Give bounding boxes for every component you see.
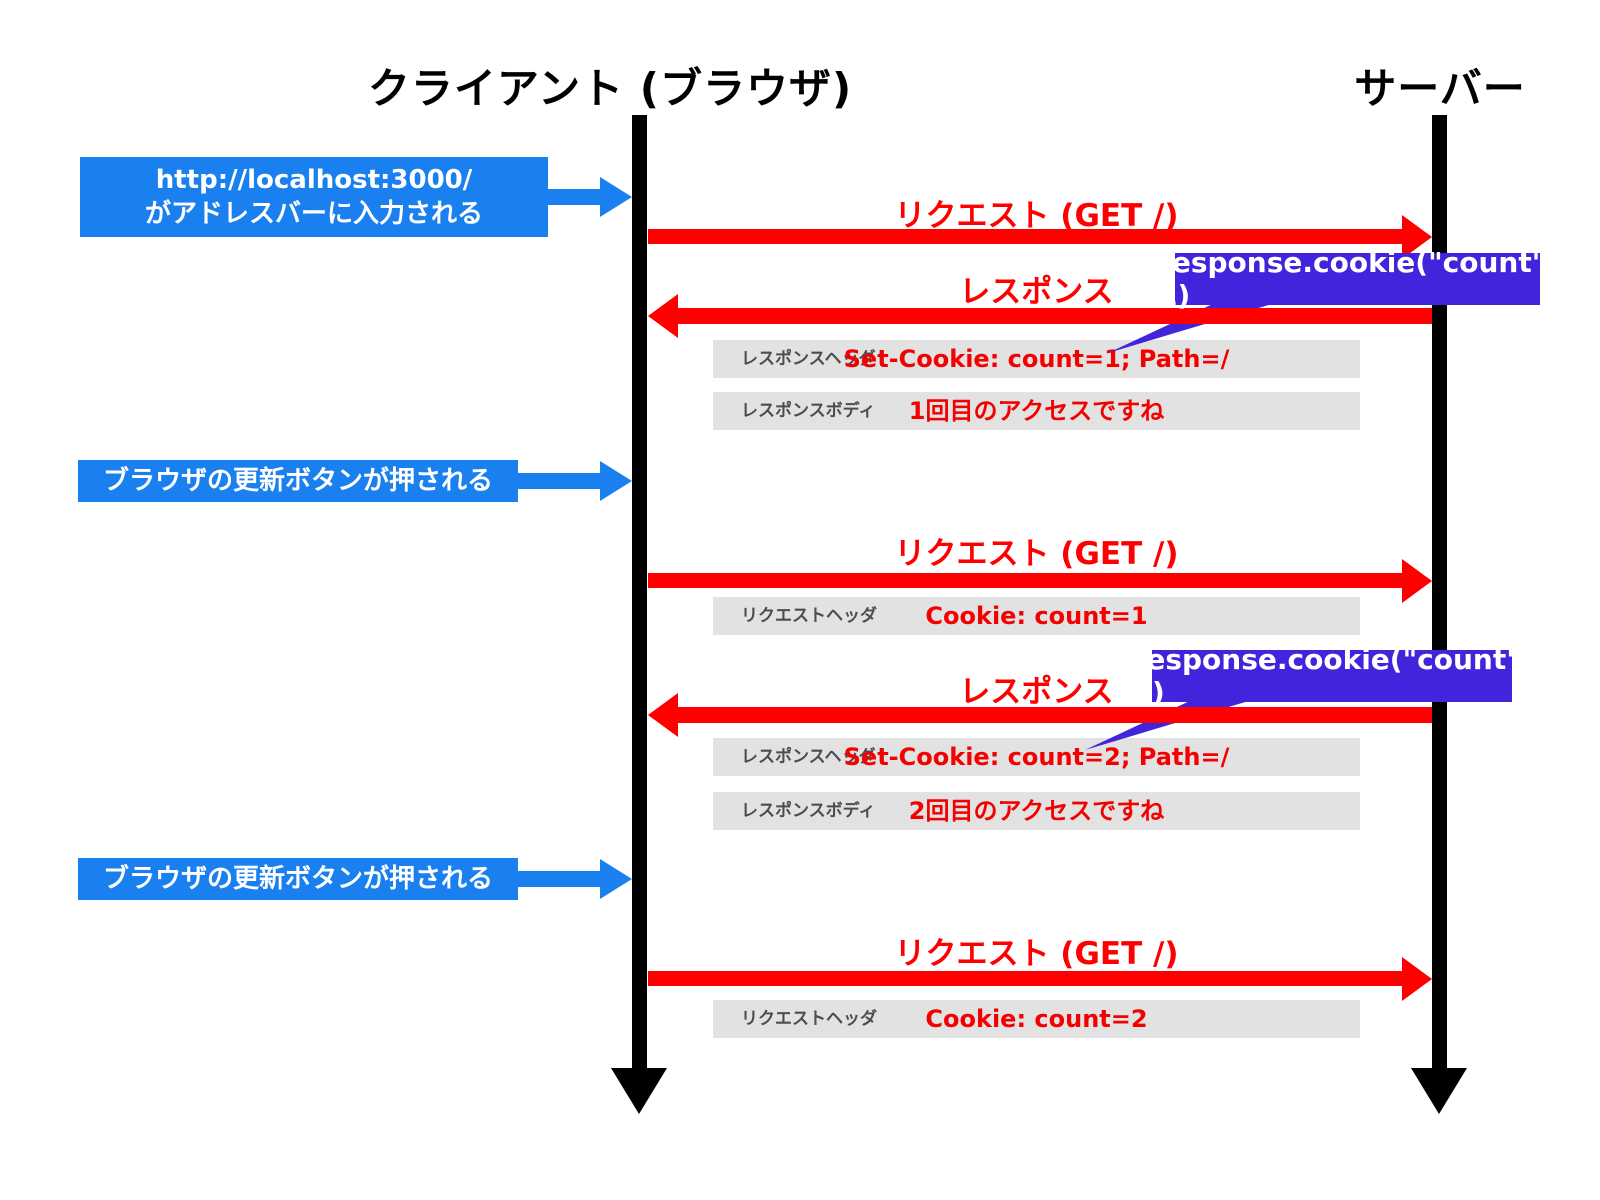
event1-arrow-icon [600, 177, 632, 217]
request2-header-label: リクエストヘッダ [741, 606, 877, 626]
response1-body-value: 1回目のアクセスですね [908, 397, 1165, 425]
response2-body-value: 2回目のアクセスですね [908, 797, 1165, 825]
annotation-cookie1: response.cookie("count", 1) [1158, 246, 1557, 312]
event3-arrow-icon [600, 859, 632, 899]
response2-body-row: レスポンスボディ 2回目のアクセスですね [713, 792, 1360, 830]
response1-label: レスポンス [959, 274, 1114, 310]
response1-header-label: レスポンスヘッダ [741, 349, 876, 369]
client-lifeline [632, 115, 647, 1068]
event-refresh2-label: ブラウザの更新ボタンが押される [102, 864, 493, 894]
request2-arrowhead-icon [1402, 559, 1432, 603]
event2-arrow-shaft [518, 473, 602, 489]
request1-arrowhead-icon [1402, 215, 1432, 259]
request2-header-value: Cookie: count=1 [925, 602, 1148, 630]
event-url-entered: http://localhost:3000/ がアドレスバーに入力される [80, 157, 548, 237]
request3-arrow [648, 971, 1404, 986]
event-refresh1-label: ブラウザの更新ボタンが押される [102, 466, 493, 496]
event-refresh1: ブラウザの更新ボタンが押される [78, 460, 518, 502]
event2-arrow-icon [600, 461, 632, 501]
request1-arrow [648, 229, 1404, 244]
response2-header-value: Set-Cookie: count=2; Path=/ [843, 743, 1230, 771]
request2-arrow [648, 573, 1404, 588]
annotation-cookie2: response.cookie("count", 2) [1132, 643, 1532, 709]
event-refresh2: ブラウザの更新ボタンが押される [78, 858, 518, 900]
response1-arrowhead-icon [648, 294, 678, 338]
response2-label: レスポンス [959, 674, 1114, 710]
request3-header-value: Cookie: count=2 [925, 1005, 1148, 1033]
event1-arrow-shaft [548, 189, 602, 205]
request3-label: リクエスト (GET /) [894, 936, 1179, 972]
response2-header-row: レスポンスヘッダ Set-Cookie: count=2; Path=/ [713, 738, 1360, 776]
request3-arrowhead-icon [1402, 957, 1432, 1001]
event-url-line2: がアドレスバーに入力される [144, 199, 483, 229]
server-lifeline-arrowhead-icon [1411, 1068, 1467, 1114]
response1-header-value: Set-Cookie: count=1; Path=/ [843, 345, 1230, 373]
client-lifeline-arrowhead-icon [611, 1068, 667, 1114]
response2-header-label: レスポンスヘッダ [741, 747, 876, 767]
response2-arrow [678, 707, 1432, 723]
server-actor-title: サーバー [1354, 64, 1526, 113]
response2-arrowhead-icon [648, 693, 678, 737]
event-url-line1: http://localhost:3000/ [155, 165, 473, 195]
server-lifeline [1432, 115, 1447, 1068]
request2-header-row: リクエストヘッダ Cookie: count=1 [713, 597, 1360, 635]
response1-header-row: レスポンスヘッダ Set-Cookie: count=1; Path=/ [713, 340, 1360, 378]
response1-arrow [678, 308, 1432, 324]
request3-header-row: リクエストヘッダ Cookie: count=2 [713, 1000, 1360, 1038]
request1-label: リクエスト (GET /) [894, 198, 1179, 234]
request3-header-label: リクエストヘッダ [741, 1009, 877, 1029]
request2-label: リクエスト (GET /) [894, 536, 1179, 572]
response2-body-label: レスポンスボディ [741, 801, 876, 821]
event3-arrow-shaft [518, 871, 602, 887]
client-actor-title: クライアント (ブラウザ) [367, 64, 853, 113]
response1-body-label: レスポンスボディ [741, 401, 876, 421]
response1-body-row: レスポンスボディ 1回目のアクセスですね [713, 392, 1360, 430]
